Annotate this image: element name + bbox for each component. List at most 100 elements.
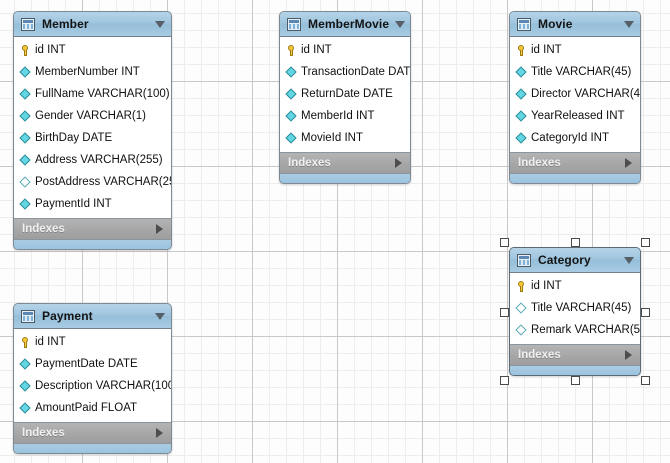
column-label: Director VARCHAR(45) [531,88,641,100]
table-row[interactable]: Gender VARCHAR(1) [14,105,171,127]
table-row[interactable]: AmountPaid FLOAT [14,397,171,419]
table-node-category[interactable]: Category id INT Title VARCHAR(45) Remark VA… [509,247,641,376]
table-icon [21,17,35,31]
table-node-membermovie[interactable]: MemberMovie id INT TransactionDate DATE Ret… [279,11,411,184]
chevron-down-icon[interactable] [624,256,634,264]
table-row[interactable]: FullName VARCHAR(100) [14,83,171,105]
column-label: ReturnDate DATE [301,88,393,100]
column-icon [19,402,32,415]
chevron-right-icon[interactable] [625,158,632,168]
table-row[interactable]: MemberNumber INT [14,61,171,83]
chevron-down-icon[interactable] [155,312,165,320]
column-label: TransactionDate DATE [301,66,411,78]
table-row[interactable]: Title VARCHAR(45) [510,297,640,319]
column-label: Address VARCHAR(255) [35,154,163,166]
table-row[interactable]: id INT [280,39,410,61]
table-node-payment[interactable]: Payment id INT PaymentDate DATE Description… [13,303,172,454]
table-base-strip [510,174,640,183]
table-row[interactable]: MovieId INT [280,127,410,149]
table-row[interactable]: YearReleased INT [510,105,640,127]
indexes-section-membermovie[interactable]: Indexes [280,153,410,174]
indexes-section-category[interactable]: Indexes [510,345,640,366]
table-columns: id INT Title VARCHAR(45) Director VARCHAR(… [510,37,640,153]
resize-handle-e[interactable] [641,307,650,317]
chevron-right-icon[interactable] [156,224,163,234]
primary-key-icon [19,336,32,349]
resize-handle-s[interactable] [571,376,580,385]
column-nullable-icon [515,302,528,315]
table-title: MemberMovie [308,17,390,31]
resize-handle-nw[interactable] [500,238,509,247]
chevron-down-icon[interactable] [624,20,634,28]
table-row[interactable]: Description VARCHAR(100) [14,375,171,397]
table-icon [517,17,531,31]
table-columns: id INT PaymentDate DATE Description VARCHA… [14,329,171,423]
table-row[interactable]: Title VARCHAR(45) [510,61,640,83]
column-icon [285,110,298,123]
table-row[interactable]: CategoryId INT [510,127,640,149]
column-icon [515,88,528,101]
column-nullable-icon [515,324,528,337]
chevron-down-icon[interactable] [395,20,406,28]
table-row[interactable]: Address VARCHAR(255) [14,149,171,171]
table-header-membermovie[interactable]: MemberMovie [280,12,410,37]
table-header-payment[interactable]: Payment [14,304,171,329]
primary-key-icon [515,280,528,293]
column-label: MemberId INT [301,110,375,122]
table-base-strip [510,366,640,375]
column-icon [19,66,32,79]
table-row[interactable]: id INT [510,275,640,297]
chevron-down-icon[interactable] [155,20,165,28]
primary-key-icon [19,44,32,57]
column-label: id INT [35,44,66,56]
column-label: CategoryId INT [531,132,609,144]
chevron-right-icon[interactable] [395,158,402,168]
table-icon [21,309,35,323]
column-label: PostAddress VARCHAR(255) [35,176,172,188]
resize-handle-ne[interactable] [641,238,650,247]
table-base-strip [14,240,171,249]
table-node-movie[interactable]: Movie id INT Title VARCHAR(45) Director VAR… [509,11,641,184]
table-row[interactable]: PaymentDate DATE [14,353,171,375]
table-row[interactable]: Remark VARCHAR(500) [510,319,640,341]
table-header-category[interactable]: Category [510,248,640,273]
resize-handle-se[interactable] [641,376,650,385]
column-label: id INT [35,336,66,348]
chevron-right-icon[interactable] [156,428,163,438]
table-header-movie[interactable]: Movie [510,12,640,37]
indexes-section-payment[interactable]: Indexes [14,423,171,444]
table-row[interactable]: id INT [14,39,171,61]
column-label: BirthDay DATE [35,132,113,144]
table-row[interactable]: id INT [14,331,171,353]
resize-handle-sw[interactable] [500,376,509,385]
column-label: MovieId INT [301,132,363,144]
column-label: Title VARCHAR(45) [531,66,632,78]
table-row[interactable]: MemberId INT [280,105,410,127]
column-icon [19,358,32,371]
resize-handle-w[interactable] [500,307,509,317]
table-columns: id INT TransactionDate DATE ReturnDate DAT… [280,37,410,153]
table-row[interactable]: TransactionDate DATE [280,61,410,83]
column-label: id INT [531,280,562,292]
column-label: Remark VARCHAR(500) [531,324,641,336]
table-row[interactable]: id INT [510,39,640,61]
resize-handle-n[interactable] [571,238,580,247]
column-label: id INT [301,44,332,56]
indexes-label: Indexes [288,157,331,169]
table-title: Movie [538,17,573,31]
indexes-section-member[interactable]: Indexes [14,219,171,240]
chevron-right-icon[interactable] [625,350,632,360]
indexes-label: Indexes [518,349,561,361]
column-label: Description VARCHAR(100) [35,380,172,392]
table-row[interactable]: PaymentId INT [14,193,171,215]
table-row[interactable]: PostAddress VARCHAR(255) [14,171,171,193]
table-header-member[interactable]: Member [14,12,171,37]
table-row[interactable]: ReturnDate DATE [280,83,410,105]
table-row[interactable]: Director VARCHAR(45) [510,83,640,105]
table-row[interactable]: BirthDay DATE [14,127,171,149]
indexes-section-movie[interactable]: Indexes [510,153,640,174]
column-label: id INT [531,44,562,56]
